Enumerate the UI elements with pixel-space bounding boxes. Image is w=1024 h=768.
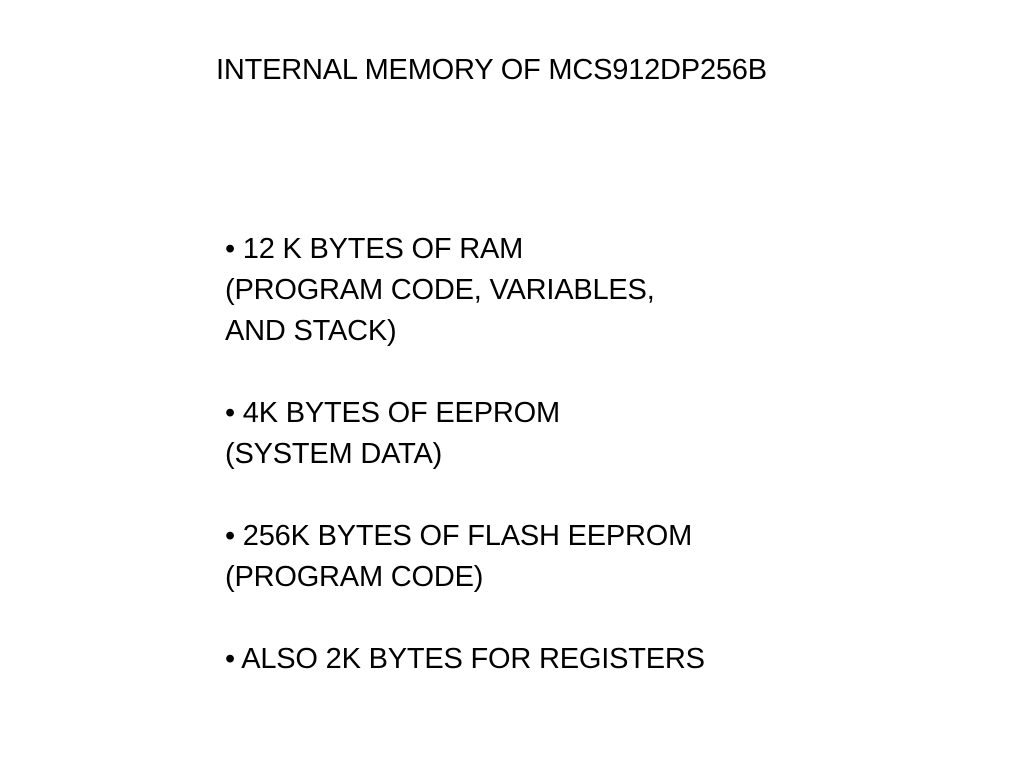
bullet-ram: • 12 K BYTES OF RAM (PROGRAM CODE, VARIA…: [225, 229, 705, 352]
bullet-flash-eeprom: • 256K BYTES OF FLASH EEPROM (PROGRAM CO…: [225, 516, 705, 598]
bullet-eeprom-heading: • 4K BYTES OF EEPROM: [225, 397, 560, 429]
bullet-eeprom: • 4K BYTES OF EEPROM (SYSTEM DATA): [225, 393, 705, 475]
bullet-ram-detail-line1: (PROGRAM CODE, VARIABLES,: [225, 274, 655, 306]
bullet-eeprom-detail: (SYSTEM DATA): [225, 438, 443, 470]
bullet-registers: • ALSO 2K BYTES FOR REGISTERS: [225, 639, 705, 680]
bullet-registers-heading: • ALSO 2K BYTES FOR REGISTERS: [225, 643, 705, 675]
slide-title: INTERNAL MEMORY OF MCS912DP256B: [216, 54, 767, 86]
bullet-flash-eeprom-heading: • 256K BYTES OF FLASH EEPROM: [225, 520, 693, 552]
bullet-flash-eeprom-detail: (PROGRAM CODE): [225, 561, 484, 593]
bullet-list: • 12 K BYTES OF RAM (PROGRAM CODE, VARIA…: [225, 229, 705, 680]
bullet-ram-heading: • 12 K BYTES OF RAM: [225, 233, 524, 265]
bullet-ram-detail-line2: AND STACK): [225, 315, 397, 347]
